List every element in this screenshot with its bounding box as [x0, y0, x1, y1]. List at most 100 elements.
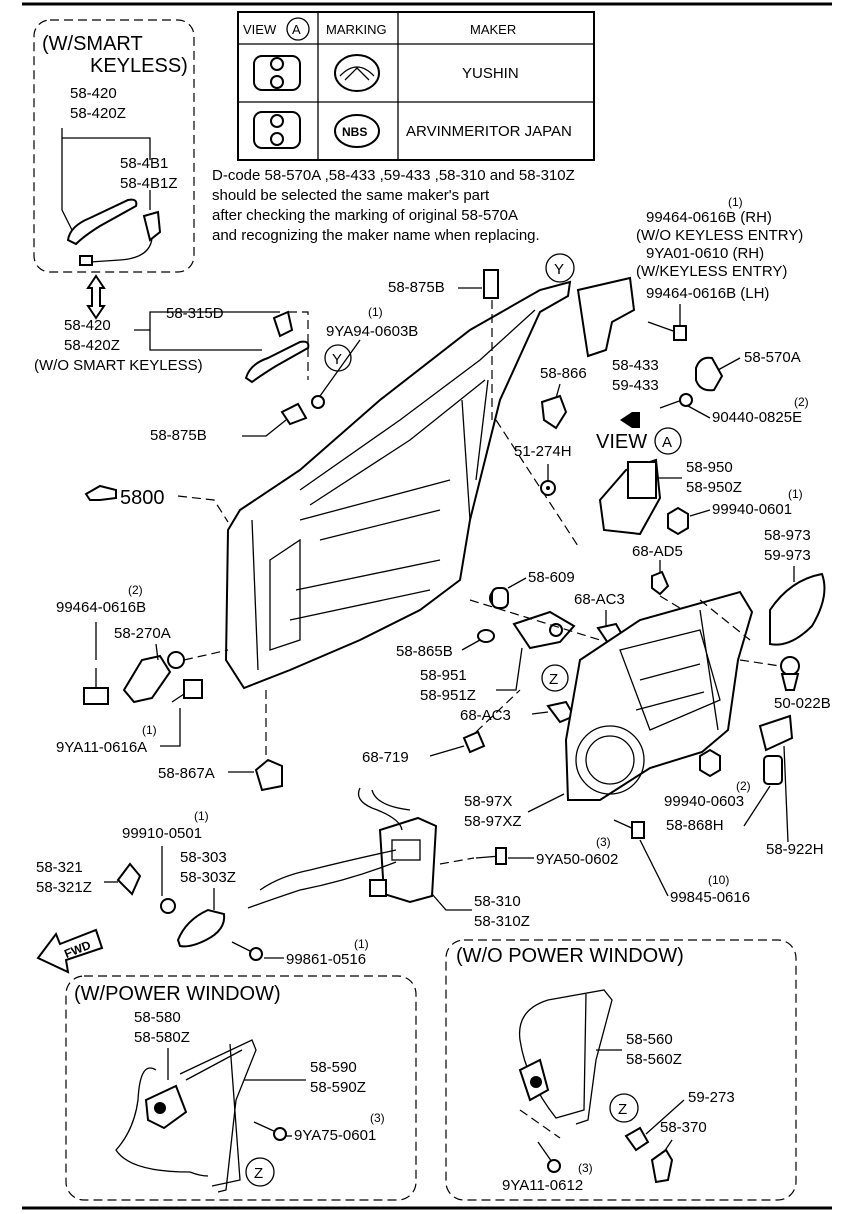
qty-99845: (10) [708, 873, 729, 887]
pad-58-875b-left-icon [280, 402, 308, 426]
bolt-99464-hinge-icon [83, 668, 109, 705]
table-head-marking: MARKING [326, 22, 387, 37]
label-58-865b: 58-865B [396, 643, 453, 660]
screw-99910-icon [160, 898, 176, 914]
label-58-97x: 58-97X [464, 793, 512, 810]
qty-99940-0601: (1) [788, 487, 803, 501]
label-99940-0601: 99940-0601 [712, 501, 792, 518]
qty-9ya11-0616a: (1) [142, 723, 157, 737]
door-module-58-97x [564, 590, 754, 801]
label-58-950: 58-950 [686, 459, 733, 476]
label-58-875b-left: 58-875B [150, 427, 207, 444]
bumper-58-867a-icon [254, 758, 283, 792]
striker-58-433-icon [576, 276, 636, 358]
label-58-310z: 58-310Z [474, 913, 530, 930]
table-head-view-circle: A [292, 22, 301, 37]
label-58-321z: 58-321Z [36, 879, 92, 896]
label-99464-0616b-lh: 99464-0616B (LH) [646, 285, 769, 302]
label-58-922h: 58-922H [766, 841, 824, 858]
svg-text:NBS: NBS [342, 125, 367, 139]
ref-y-top: Y [554, 261, 564, 278]
label-58-420z: 58-420Z [70, 105, 126, 122]
qty-9ya75: (3) [370, 1111, 385, 1125]
maker-table: VIEW A MARKING MAKER NBS YUSHIN ARVINMER… [237, 11, 595, 161]
ref-z-power: Z [254, 1165, 263, 1182]
table-head-view: VIEW [243, 22, 277, 37]
ref-y-handle: Y [332, 351, 342, 368]
mazda-logo-icon [334, 54, 380, 92]
label-58-590: 58-590 [310, 1059, 357, 1076]
nut-99940-0603-icon [699, 748, 721, 778]
w-power-window-box: (W/POWER WINDOW) 58-580 58-580Z 58-590 5… [65, 975, 417, 1201]
bolt-90440-icon [659, 393, 693, 409]
label-9ya11-0616a: 9YA11-0616A [56, 739, 147, 756]
clip-59-273-icon [624, 1126, 650, 1152]
check-58-866-icon [540, 394, 568, 430]
label-58-420: 58-420 [70, 85, 117, 102]
pad-58-950-icon [598, 458, 662, 536]
label-90440-0825e: 90440-0825E [712, 409, 802, 426]
label-59-433: 59-433 [612, 377, 659, 394]
seal-58-922h-icon [758, 714, 794, 752]
label-wo-keyless-entry: (W/O KEYLESS ENTRY) [636, 227, 803, 244]
label-99861-0516: 99861-0516 [286, 951, 366, 968]
inner-handle-58-303-icon [176, 908, 226, 948]
label-68-719: 68-719 [362, 749, 409, 766]
bolt-9ya75-icon [253, 1121, 287, 1141]
label-58-570a: 58-570A [744, 349, 801, 366]
bolt-9ya94-icon [311, 395, 325, 409]
label-58-866: 58-866 [540, 365, 587, 382]
door-shell [224, 280, 572, 690]
maker-arvinmeritor: ARVINMERITOR JAPAN [406, 123, 572, 140]
plug-58-868h-icon [763, 755, 783, 785]
label-99464-0616b: 99464-0616B [56, 599, 146, 616]
qty-99464-2: (2) [128, 583, 143, 597]
wo-smart-keyless-label: (W/O SMART KEYLESS) [34, 357, 203, 374]
bracket-58-951-icon [512, 610, 576, 650]
wo-power-window-box: (W/O POWER WINDOW) 58-560 58-560Z Z 59-2… [445, 939, 797, 1201]
smart-keyless-title-1: (W/SMART [42, 33, 143, 55]
label-9ya50-0602: 9YA50-0602 [536, 851, 618, 868]
label-58-4b1z: 58-4B1Z [120, 175, 178, 192]
clip-50-022b-icon [780, 656, 800, 691]
bolt-9ya11-0612-icon [537, 1141, 561, 1173]
table-head-maker: MAKER [470, 22, 516, 37]
smart-keyless-title-2: KEYLESS) [90, 55, 188, 77]
label-9ya01-0610-rh: 9YA01-0610 (RH) [646, 245, 764, 262]
striker-bracket-arvin-icon [253, 111, 301, 149]
qty-99910: (1) [194, 809, 209, 823]
label-9ya94-0603b: 9YA94-0603B [326, 323, 418, 340]
swap-arrow-icon [86, 274, 106, 320]
note-line-3: after checking the marking of original 5… [212, 207, 518, 224]
clip-58-865b-icon [477, 629, 495, 643]
label-58-560: 58-560 [626, 1031, 673, 1048]
bolt-9ya50-icon [475, 847, 507, 865]
striker-bracket-yushin-icon [253, 55, 301, 91]
label-58-321: 58-321 [36, 859, 83, 876]
label-99464-0616b-rh: 99464-0616B (RH) [646, 209, 772, 226]
label-58-950z: 58-950Z [686, 479, 742, 496]
latch-58-310-icon [369, 816, 438, 904]
note-line-4: and recognizing the maker name when repl… [212, 227, 540, 244]
dcode-note: D-code 58-570A ,58-433 ,59-433 ,58-310 a… [212, 167, 575, 244]
label-58-868h: 58-868H [666, 817, 724, 834]
bolt-9ya11-0616a-icon [171, 679, 203, 703]
label-59-973: 59-973 [764, 547, 811, 564]
grommet-51-274h-icon [540, 480, 556, 496]
outer-handle-smart-icon [66, 198, 138, 246]
wo-power-window-title: (W/O POWER WINDOW) [456, 945, 684, 967]
hinge-58-270a-icon [122, 651, 185, 704]
label-58-97xz: 58-97XZ [464, 813, 522, 830]
bolt-99464-rh-icon [647, 321, 687, 341]
label-58-420z-wo: 58-420Z [64, 337, 120, 354]
maker-yushin: YUSHIN [462, 65, 519, 82]
label-58-590z: 58-590Z [310, 1079, 366, 1096]
label-99910-0501: 99910-0501 [122, 825, 202, 842]
qty-99464-rh: (1) [728, 195, 743, 209]
label-9ya11-0612: 9YA11-0612 [502, 1177, 583, 1194]
label-68-ad5: 68-AD5 [632, 543, 683, 560]
label-58-433: 58-433 [612, 357, 659, 374]
bolt-99845-icon [613, 819, 645, 839]
label-58-973: 58-973 [764, 527, 811, 544]
label-58-370: 58-370 [660, 1119, 707, 1136]
